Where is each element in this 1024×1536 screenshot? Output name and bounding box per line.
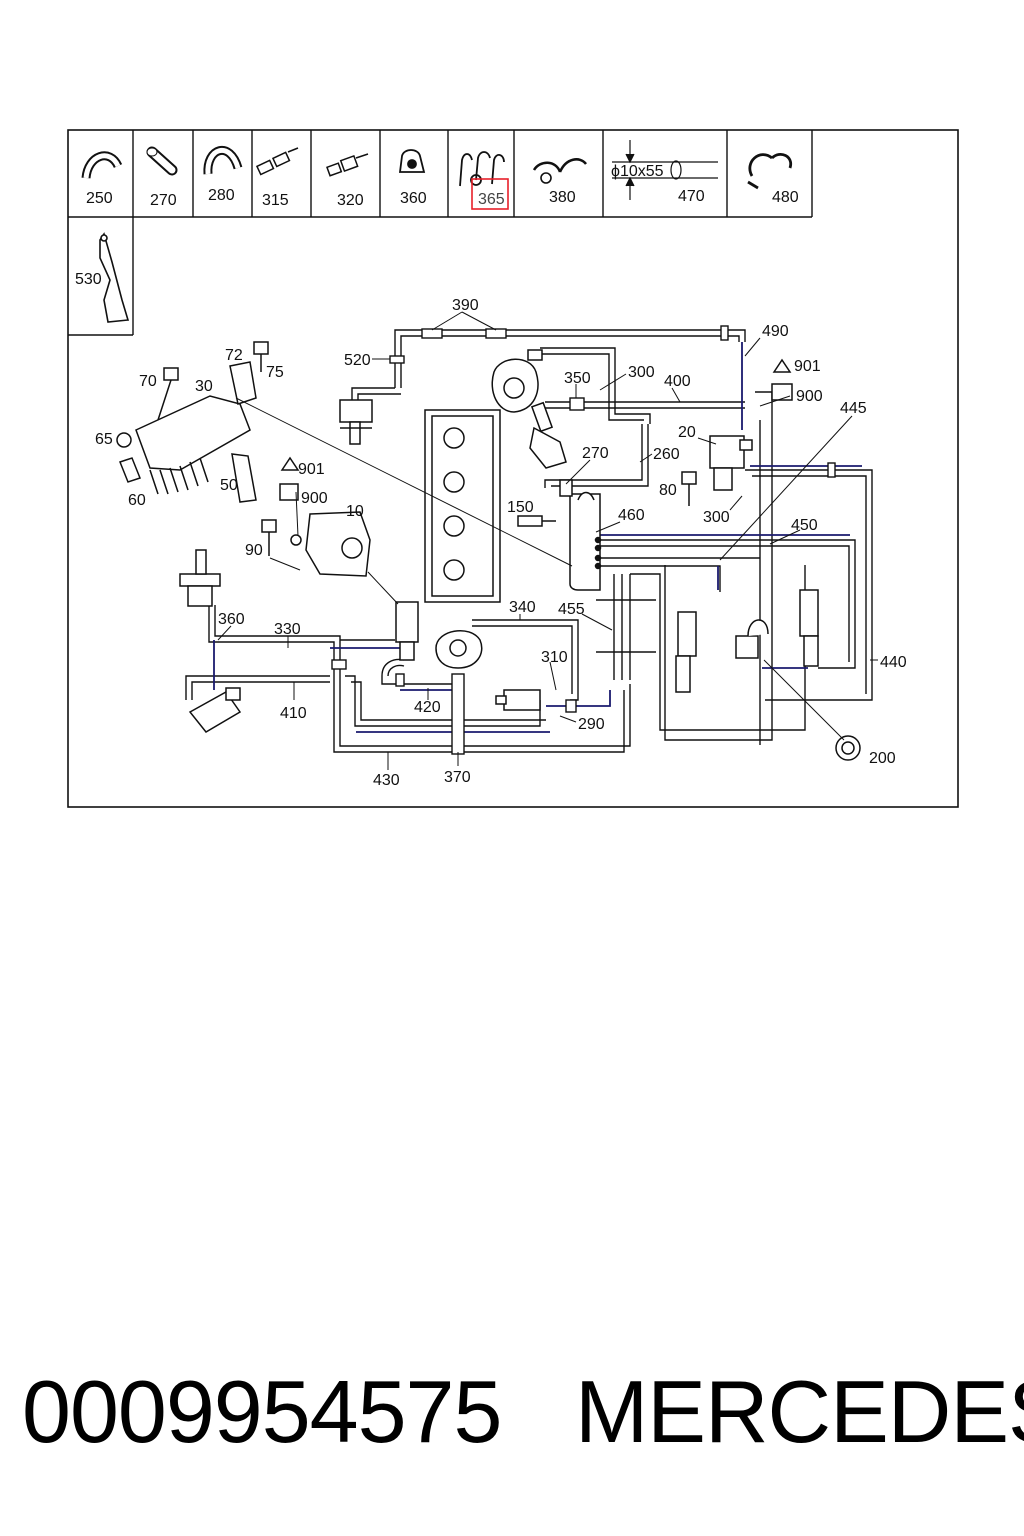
- callout-455[interactable]: 455: [558, 601, 585, 618]
- part-470-label[interactable]: 470: [678, 188, 705, 205]
- part-365-label[interactable]: 365: [478, 191, 505, 208]
- screw-90: [261, 519, 277, 556]
- vacuum-pump-lower: [435, 630, 483, 669]
- callout-65[interactable]: 65: [95, 431, 113, 448]
- part-315-label[interactable]: 315: [262, 192, 289, 209]
- callout-420[interactable]: 420: [414, 699, 441, 716]
- callout-20[interactable]: 20: [678, 424, 696, 441]
- callout-520[interactable]: 520: [344, 352, 371, 369]
- turbo-actuator-10: [290, 511, 371, 577]
- connector-315-icon[interactable]: [255, 147, 299, 176]
- valve-150: [517, 515, 556, 527]
- screw-75: [253, 341, 269, 372]
- cap-901-right: [771, 358, 793, 401]
- callout-300[interactable]: 300: [703, 509, 730, 526]
- callout-900[interactable]: 900: [796, 388, 823, 405]
- callout-70[interactable]: 70: [139, 373, 157, 390]
- callout-labels: 390 490 520 300 400 350 901 900 445 72 7…: [95, 297, 907, 789]
- callout-60[interactable]: 60: [128, 492, 146, 509]
- vacuum-valve-right-3: [735, 619, 769, 659]
- callout-270[interactable]: 270: [582, 445, 609, 462]
- hose-bend-icon[interactable]: [203, 146, 243, 175]
- callout-490[interactable]: 490: [762, 323, 789, 340]
- callout-310[interactable]: 310: [541, 649, 568, 666]
- callout-50[interactable]: 50: [220, 477, 238, 494]
- callout-400[interactable]: 400: [664, 373, 691, 390]
- temperature-switch-200: [835, 735, 861, 761]
- diagram-frame: [67, 129, 959, 808]
- screw-70: [157, 367, 179, 421]
- vacuum-valve-lower-left: [188, 687, 242, 733]
- callout-440[interactable]: 440: [880, 654, 907, 671]
- callout-460[interactable]: 460: [618, 507, 645, 524]
- callout-10[interactable]: 10: [346, 503, 364, 520]
- vacuum-reservoir-left: [339, 399, 373, 445]
- part-270-label[interactable]: 270: [150, 192, 177, 209]
- clip-365-icon[interactable]: [459, 151, 505, 187]
- screw-80: [681, 471, 697, 506]
- throttle-actuator-270: [529, 401, 567, 469]
- vacuum-valve-right-1: [675, 611, 697, 693]
- valve-310: [495, 689, 541, 711]
- solenoid-valve-center: [395, 601, 419, 661]
- cap-901-left: [279, 456, 300, 501]
- line-connectors: [331, 325, 836, 755]
- part-320-label[interactable]: 320: [337, 192, 364, 209]
- connector-320-icon[interactable]: [326, 153, 369, 177]
- hose-dimension-icon[interactable]: [612, 140, 718, 200]
- callout-75[interactable]: 75: [266, 364, 284, 381]
- part-360-label[interactable]: 360: [400, 190, 427, 207]
- part-480-label[interactable]: 480: [772, 189, 799, 206]
- clamp-480-icon[interactable]: [747, 153, 793, 190]
- callout-300[interactable]: 300: [628, 364, 655, 381]
- vacuum-junction-block: [559, 479, 602, 591]
- callout-360[interactable]: 360: [218, 611, 245, 628]
- callout-150[interactable]: 150: [507, 499, 534, 516]
- vacuum-line-parts-diagram: 250 270 280 315 320 360 365 380 ϕ10x55 4…: [67, 129, 959, 808]
- callout-370[interactable]: 370: [444, 769, 471, 786]
- callout-900[interactable]: 900: [301, 490, 328, 507]
- callout-901[interactable]: 901: [298, 461, 325, 478]
- callout-430[interactable]: 430: [373, 772, 400, 789]
- clamp-380-icon[interactable]: [532, 158, 587, 184]
- callout-200[interactable]: 200: [869, 750, 896, 767]
- pressure-converter-20: [709, 435, 753, 491]
- vacuum-lines: [185, 329, 873, 753]
- leader-lines: [217, 311, 878, 770]
- part-530-label[interactable]: 530: [75, 271, 102, 288]
- callout-80[interactable]: 80: [659, 482, 677, 499]
- callout-30[interactable]: 30: [195, 378, 213, 395]
- callout-450[interactable]: 450: [791, 517, 818, 534]
- part-280-label[interactable]: 280: [208, 187, 235, 204]
- part-250-label[interactable]: 250: [86, 190, 113, 207]
- callout-901[interactable]: 901: [794, 358, 821, 375]
- callout-350[interactable]: 350: [564, 370, 591, 387]
- hose-elbow-icon[interactable]: [81, 151, 123, 179]
- selected-part-highlight: [471, 178, 509, 210]
- vacuum-valve-right-2: [799, 589, 819, 667]
- vacuum-pump: [491, 349, 543, 413]
- callout-390[interactable]: 390: [452, 297, 479, 314]
- part-380-label[interactable]: 380: [549, 189, 576, 206]
- callout-445[interactable]: 445: [840, 400, 867, 417]
- parts-header-strip: [68, 130, 813, 336]
- callout-330[interactable]: 330: [274, 621, 301, 638]
- callout-72[interactable]: 72: [225, 347, 243, 364]
- callout-410[interactable]: 410: [280, 705, 307, 722]
- callout-290[interactable]: 290: [578, 716, 605, 733]
- part-number: 0009954575: [22, 1362, 502, 1461]
- callout-260[interactable]: 260: [653, 446, 680, 463]
- callout-340[interactable]: 340: [509, 599, 536, 616]
- clip-360-icon[interactable]: [398, 149, 426, 173]
- brand-name: MERCEDES: [575, 1362, 1024, 1461]
- hose-dimension-label: ϕ10x55: [611, 163, 664, 180]
- header-labels: 250 270 280 315 320 360 365 380 ϕ10x55 4…: [75, 163, 799, 288]
- hose-straight-icon[interactable]: [146, 146, 178, 176]
- engine-block: [424, 409, 501, 603]
- bracket-530-icon[interactable]: [99, 232, 130, 323]
- callout-90[interactable]: 90: [245, 542, 263, 559]
- vacuum-unit-left: [179, 549, 221, 607]
- control-module-30: [116, 361, 257, 503]
